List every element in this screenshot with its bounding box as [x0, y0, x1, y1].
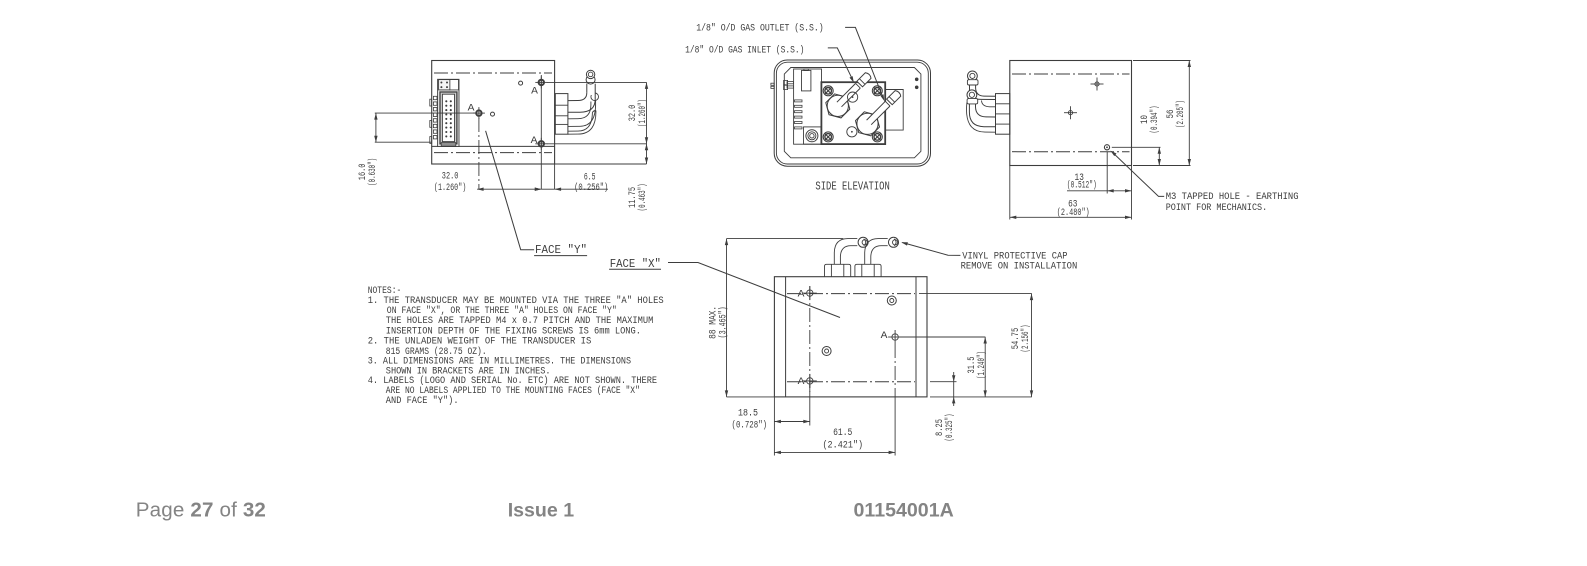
svg-text:FACE "Y": FACE "Y": [535, 244, 587, 258]
svg-text:FACE "X": FACE "X": [610, 257, 661, 271]
svg-text:1. THE TRANSDUCER MAY BE MOUNT: 1. THE TRANSDUCER MAY BE MOUNTED VIA THE…: [368, 295, 664, 307]
svg-text:SIDE ELEVATION: SIDE ELEVATION: [815, 180, 889, 194]
svg-text:SHOWN IN BRACKETS ARE IN INCHE: SHOWN IN BRACKETS ARE IN INCHES.: [386, 365, 551, 377]
svg-text:(2.205"): (2.205"): [1175, 100, 1187, 128]
svg-text:A: A: [531, 136, 538, 147]
svg-text:(1.260"): (1.260"): [637, 99, 649, 127]
svg-text:A: A: [798, 377, 805, 388]
svg-text:Issue 1: Issue 1: [508, 500, 575, 522]
svg-text:13: 13: [1075, 172, 1084, 183]
svg-text:THE HOLES ARE TAPPED M4 x 0.7: THE HOLES ARE TAPPED M4 x 0.7 PITCH AND …: [386, 314, 654, 326]
svg-text:(0.630"): (0.630"): [367, 158, 379, 186]
svg-text:A: A: [468, 103, 475, 114]
svg-text:INSERTION DEPTH OF THE FIXING: INSERTION DEPTH OF THE FIXING SCREWS IS …: [386, 325, 641, 337]
svg-text:1/8" O/D GAS INLET (S.S.): 1/8" O/D GAS INLET (S.S.): [685, 44, 804, 56]
svg-text:56: 56: [1165, 110, 1176, 119]
svg-text:88 MAX.: 88 MAX.: [707, 306, 719, 339]
svg-text:8.25: 8.25: [934, 419, 946, 436]
svg-text:M3 TAPPED HOLE - EARTHING: M3 TAPPED HOLE - EARTHING: [1166, 191, 1299, 203]
svg-text:(0.325"): (0.325"): [944, 414, 956, 442]
svg-text:NOTES:-: NOTES:-: [368, 284, 402, 296]
svg-text:4. LABELS (LOGO AND SERIAL No.: 4. LABELS (LOGO AND SERIAL No. ETC) ARE …: [368, 375, 658, 387]
svg-text:1/8" O/D GAS OUTLET (S.S.): 1/8" O/D GAS OUTLET (S.S.): [696, 22, 824, 34]
svg-text:18.5: 18.5: [738, 407, 758, 419]
svg-text:(2.480"): (2.480"): [1057, 207, 1090, 219]
svg-text:A: A: [881, 331, 888, 342]
svg-text:Page 27 of 32: Page 27 of 32: [136, 499, 266, 522]
svg-text:(2.156"): (2.156"): [1020, 325, 1032, 353]
svg-text:815 GRAMS (28.75 OZ).: 815 GRAMS (28.75 OZ).: [386, 345, 487, 357]
svg-text:REMOVE ON INSTALLATION: REMOVE ON INSTALLATION: [961, 260, 1078, 272]
svg-text:VINYL PROTECTIVE CAP: VINYL PROTECTIVE CAP: [962, 250, 1068, 262]
svg-text:(0.463"): (0.463"): [637, 183, 649, 211]
svg-text:32.0: 32.0: [442, 170, 459, 182]
svg-text:A: A: [798, 289, 805, 300]
svg-text:31.5: 31.5: [966, 356, 978, 373]
svg-text:(0.728"): (0.728"): [731, 419, 767, 430]
svg-text:54.75: 54.75: [1010, 328, 1022, 349]
svg-text:2. THE UNLADEN WEIGHT OF THE T: 2. THE UNLADEN WEIGHT OF THE TRANSDUCER …: [368, 335, 592, 347]
svg-text:(1.240"): (1.240"): [976, 351, 988, 379]
svg-text:6.5: 6.5: [584, 171, 596, 183]
svg-text:10: 10: [1139, 115, 1150, 124]
svg-text:(2.421"): (2.421"): [822, 439, 863, 451]
svg-text:11.75: 11.75: [627, 187, 639, 208]
svg-text:(0.512"): (0.512"): [1067, 179, 1097, 191]
svg-text:A: A: [531, 86, 538, 97]
svg-text:(0.394"): (0.394"): [1149, 106, 1161, 134]
svg-text:AND FACE "Y").: AND FACE "Y").: [386, 394, 459, 406]
svg-text:16.0: 16.0: [357, 164, 369, 181]
svg-text:01154001A: 01154001A: [854, 500, 954, 522]
svg-text:(1.260"): (1.260"): [434, 182, 466, 194]
svg-text:63: 63: [1068, 199, 1077, 210]
svg-text:32.0: 32.0: [627, 105, 639, 122]
svg-text:(0.256"): (0.256"): [574, 182, 608, 194]
svg-text:(3.465"): (3.465"): [717, 306, 729, 338]
svg-text:3. ALL DIMENSIONS ARE IN MILLI: 3. ALL DIMENSIONS ARE IN MILLIMETRES. TH…: [368, 355, 632, 367]
svg-text:ARE NO LABELS APPLIED TO THE M: ARE NO LABELS APPLIED TO THE MOUNTING FA…: [386, 384, 640, 396]
svg-text:ON FACE "X", OR THE THREE "A": ON FACE "X", OR THE THREE "A" HOLES ON F…: [387, 304, 617, 316]
svg-text:61.5: 61.5: [833, 426, 852, 438]
svg-text:POINT FOR MECHANICS.: POINT FOR MECHANICS.: [1166, 201, 1267, 213]
